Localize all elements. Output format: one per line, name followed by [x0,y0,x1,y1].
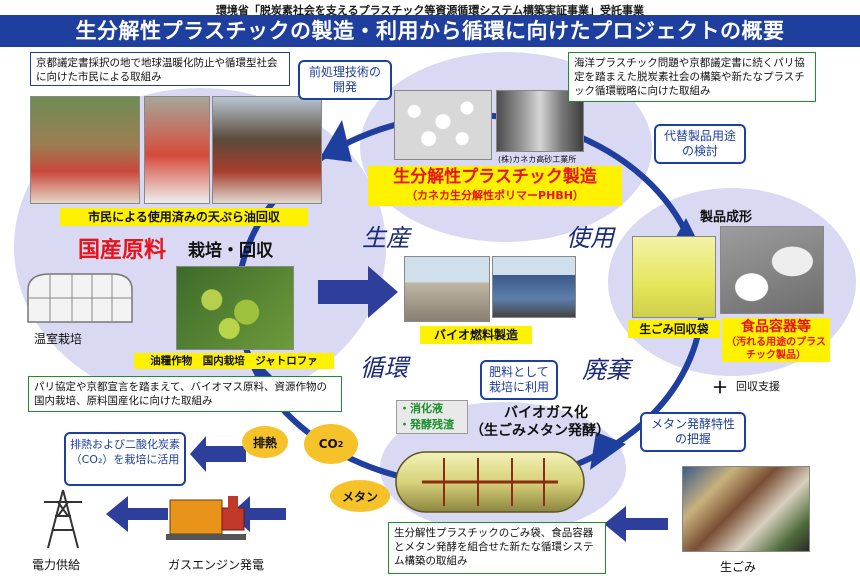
bus-photo [492,256,576,318]
manufacturing-label: 生分解性プラスチック製造 （カネカ生分解性ポリマーPHBH） [368,166,622,206]
jatropha-label: 油糧作物 国内栽培 ジャトロファ [134,353,334,369]
food-container-label-box: 食品容器等 （汚れる用途のプラスチック製品） [722,318,830,362]
cycle-dispose: 廃棄 [582,356,630,384]
greenhouse-icon [27,273,133,323]
biofuel-station-photo [404,256,490,322]
food-waste-bag-label: 生ごみ回収袋 [628,320,720,338]
pellet-photo [394,90,492,160]
note-kyoto-citizens: 京都議定書採択の地で地球温暖化防止や循環型社会に向けた市民による取組み [30,52,290,86]
cultivation-label: 栽培・回収 [188,241,273,261]
dirty-plastic-label: （汚れる用途のプラスチック製品） [726,337,826,361]
pretreatment-callout: 前処理技術の開発 [298,60,392,100]
power-tower-icon [44,489,82,549]
cycle-use: 使用 [566,224,614,252]
jatropha-photo [176,266,294,350]
cycle-circulate: 循環 [360,354,408,382]
gas-engine-icon [166,496,246,540]
note-marine-plastic: 海洋プラスチック問題や京都議定書に続くパリ協定を踏まえた脱炭素社会の構築や新たな… [568,52,816,102]
kaneka-phbh: （カネカ生分解性ポリマーPHBH） [406,189,584,202]
digestion-liquid-label: ・消化液 [399,402,443,415]
note-paris-biomass: パリ協定や京都宣言を踏まえて、バイオマス原料、資源作物の国内栽培、原料国産化に向… [28,376,342,412]
waste-bag-photo [632,236,716,318]
biogas-sub-label: （生ごみメタン発酵） [470,423,610,439]
collection-support-label: 回収支援 [736,380,780,393]
used-oil-label: 市民による使用済みの天ぷら油回収 [60,208,308,226]
header-subtitle: 環境省「脱炭素社会を支えるプラスチック等資源循環システム構築実証事業」受託事業 [215,4,645,17]
methane-tag: メタン [330,480,390,512]
note-waste-bag-system: 生分解性プラスチックのごみ袋、食品容器とメタン発酵を組合せた新たな循環システム構… [388,522,606,574]
waste-heat-callout: 排熱および二酸化炭素（CO₂）を栽培に活用 [64,432,186,486]
biogas-label: バイオガス化 [504,405,588,421]
manufacturing-title: 生分解性プラスチック製造 [393,167,597,187]
digester-tank [395,451,585,513]
food-waste-label: 生ごみ [720,560,757,574]
page-title: 生分解性プラスチックの製造・利用から循環に向けたプロジェクトの概要 [0,15,860,47]
food-container-label: 食品容器等 [741,319,811,335]
co2-subscript: 2 [337,439,344,449]
food-waste-photo [682,466,810,552]
citizen-photo-1 [30,96,140,204]
digestion-tag: ・消化液 ・発酵残渣 [396,400,468,434]
co2-text: CO [318,437,338,451]
gas-engine-label: ガスエンジン発電 [168,558,265,572]
domestic-material-label: 国産原料 [78,238,167,263]
citizen-photo-3 [212,96,322,204]
food-container-photo [720,226,824,314]
fertilizer-callout: 肥料として栽培に利用 [480,360,558,400]
greenhouse-label: 温室栽培 [34,332,83,346]
fermentation-residue-label: ・発酵残渣 [399,418,454,431]
methane-characteristics-callout: メタン発酵特性の把握 [640,412,746,452]
product-molding-label: 製品成形 [700,210,753,225]
substitute-products-callout: 代替製品用途の検討 [654,124,746,164]
exhaust-heat-tag: 排熱 [242,426,288,458]
biofuel-label: バイオ燃料製造 [420,326,532,344]
cycle-produce: 生産 [362,224,410,252]
kaneka-credit: (株)カネカ高砂工業所 [498,155,577,164]
plus-sign: ＋ [712,378,729,397]
citizen-photo-2 [144,96,210,204]
power-supply-label: 電力供給 [32,558,81,572]
